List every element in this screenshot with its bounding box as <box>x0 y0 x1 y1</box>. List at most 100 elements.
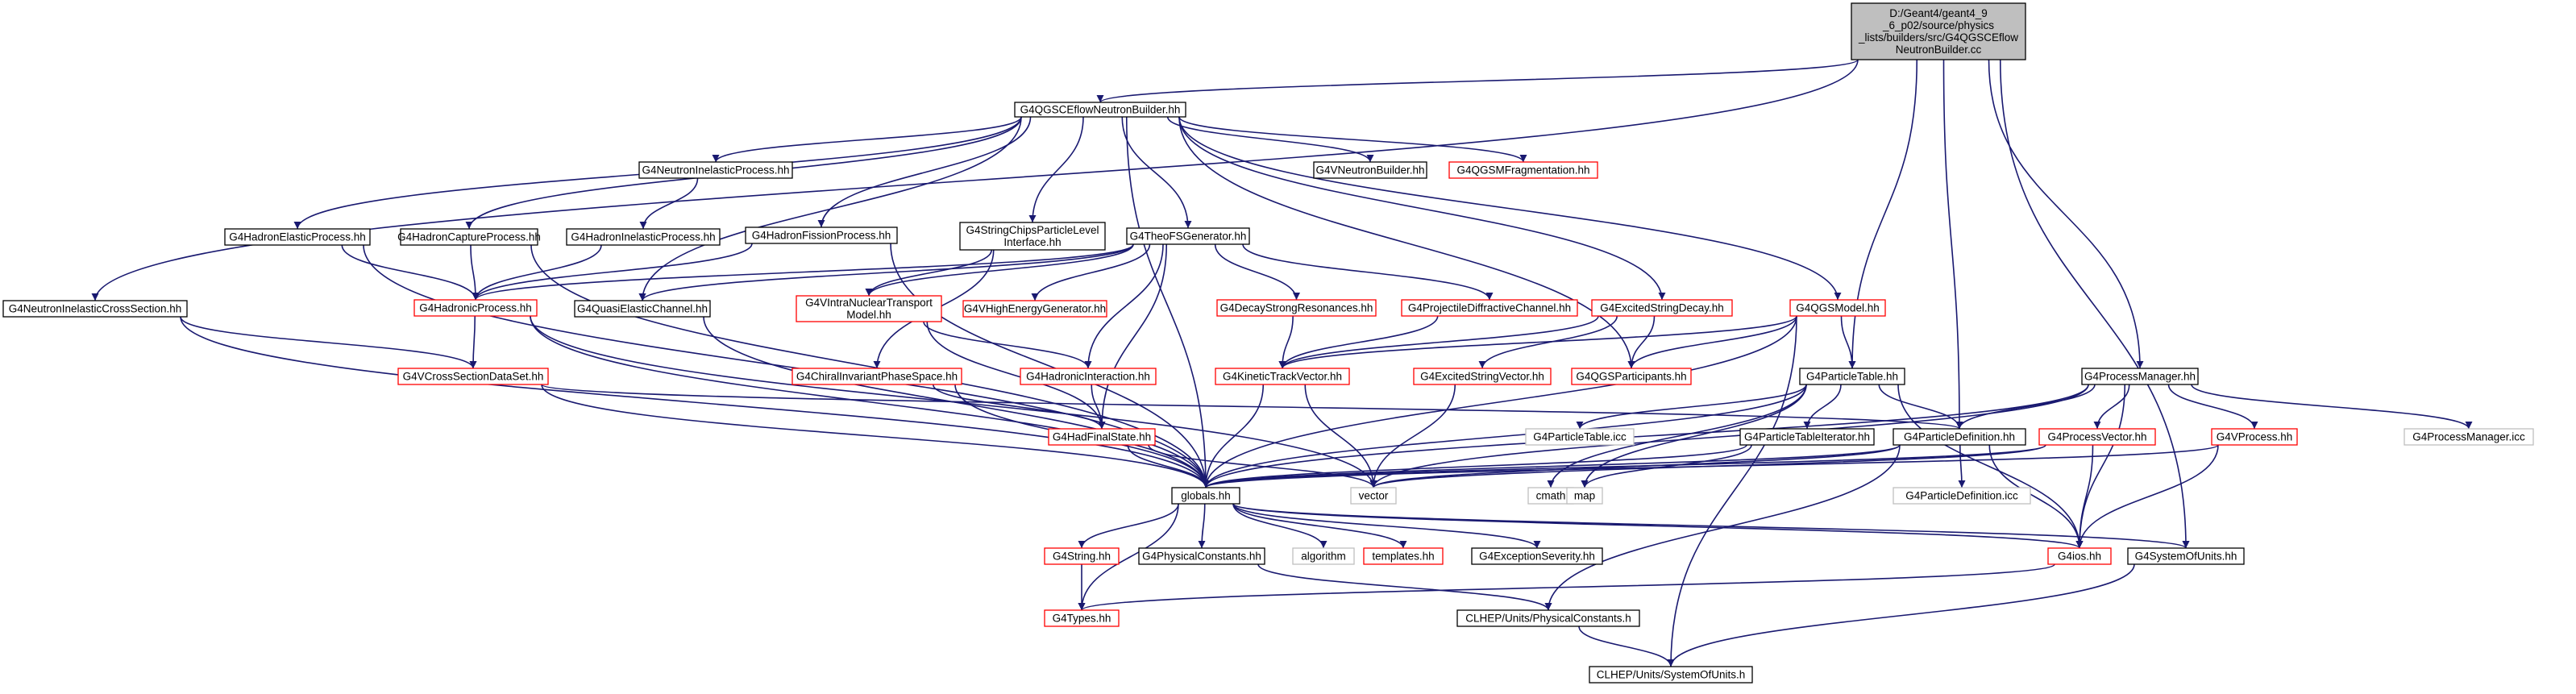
edge-nicrosssec-to-globals <box>180 316 1210 488</box>
node-box <box>2211 428 2298 446</box>
node-label: G4VHighEnergyGenerator.hh <box>964 303 1106 315</box>
node-chiralinv[interactable]: G4ChiralInvariantPhaseSpace.hh <box>791 368 962 385</box>
node-box <box>1216 299 1377 317</box>
node-cmath[interactable]: cmath <box>1527 487 1574 505</box>
node-box <box>1851 2 2026 60</box>
edge-qgsmodel-to-clhepunits <box>1667 315 1797 667</box>
edge-root-to-systemofunits <box>1999 59 2190 549</box>
node-label: CLHEP/Units/PhysicalConstants.h <box>1465 613 1631 625</box>
node-box <box>574 300 711 318</box>
node-vprocess[interactable]: G4VProcess.hh <box>2211 428 2298 446</box>
node-excitedstringdecay[interactable]: G4ExcitedStringDecay.hh <box>1591 299 1733 317</box>
edge-particletable-to-particletableiter <box>1803 384 1842 430</box>
node-decaystrong[interactable]: G4DecayStrongResonances.hh <box>1216 299 1377 317</box>
edge-processmanager-to-processvector <box>2093 384 2130 430</box>
node-excitedstringvec[interactable]: G4ExcitedStringVector.hh <box>1413 368 1552 385</box>
node-physconst[interactable]: G4PhysicalConstants.hh <box>1138 547 1265 565</box>
node-qgsmodel[interactable]: G4QGSModel.hh <box>1789 299 1886 317</box>
node-hadfinalstate[interactable]: G4HadFinalState.hh <box>1048 428 1156 446</box>
edge-hadcapture-to-globals <box>530 244 1210 488</box>
node-projdiffractive[interactable]: G4ProjectileDiffractiveChannel.hh <box>1401 299 1578 317</box>
node-particletableiter[interactable]: G4ParticleTableIterator.hh <box>1739 428 1875 446</box>
node-label: G4SystemOfUnits.hh <box>2135 551 2237 563</box>
node-box <box>413 299 538 317</box>
node-box <box>2081 368 2199 385</box>
node-vhighenergy[interactable]: G4VHighEnergyGenerator.hh <box>962 300 1107 318</box>
node-label: G4ExcitedStringVector.hh <box>1420 371 1544 383</box>
edge-processvector-to-globals <box>1202 444 2046 488</box>
node-box <box>2404 428 2534 446</box>
edge-vintranuclear-to-hadfinalstate <box>926 321 1106 430</box>
node-box <box>1014 102 1186 118</box>
edge-hadfinalstate-to-vector <box>1148 444 1377 488</box>
node-label: vector <box>1359 490 1389 502</box>
edge-qgsceflow-to-excitedstringdecay <box>1178 116 1666 301</box>
node-label: G4ParticleDefinition.icc <box>1905 490 2018 502</box>
node-g4types[interactable]: G4Types.hh <box>1044 609 1120 627</box>
node-label: G4Types.hh <box>1053 613 1111 625</box>
node-hadelastic[interactable]: G4HadronElasticProcess.hh <box>224 228 371 246</box>
node-processvector[interactable]: G4ProcessVector.hh <box>2038 428 2156 446</box>
node-clhepphys[interactable]: CLHEP/Units/PhysicalConstants.h <box>1456 609 1640 627</box>
node-label: G4QGSParticipants.hh <box>1576 371 1686 383</box>
node-hadfission[interactable]: G4HadronFissionProcess.hh <box>745 226 898 244</box>
node-qgsparticipants[interactable]: G4QGSParticipants.hh <box>1571 368 1692 385</box>
node-particletable[interactable]: G4ParticleTable.hh <box>1799 368 1905 385</box>
edge-qgsmodel-to-globals <box>1202 315 1797 488</box>
node-clhepunits[interactable]: CLHEP/Units/SystemOfUnits.h <box>1589 666 1753 684</box>
node-label: G4VProcess.hh <box>2217 431 2293 443</box>
node-particletableicc[interactable]: G4ParticleTable.icc <box>1525 428 1635 446</box>
node-g4ios[interactable]: G4ios.hh <box>2047 547 2112 565</box>
node-particledef[interactable]: G4ParticleDefinition.hh <box>1893 428 2026 446</box>
node-root[interactable]: D:/Geant4/geant4_9_6_p02/source/physics_… <box>1851 2 2026 60</box>
edge-clhepphys-to-clhepunits <box>1578 625 1675 667</box>
node-theofs[interactable]: G4TheoFSGenerator.hh <box>1126 227 1250 245</box>
edge-qgsceflow-to-hadfission <box>817 116 1032 228</box>
node-label: cmath <box>1536 490 1566 502</box>
edge-hadfission-to-hadronicproc <box>472 243 753 301</box>
node-globals[interactable]: globals.hh <box>1171 487 1240 505</box>
node-box <box>1571 368 1692 385</box>
node-processmanagericc[interactable]: G4ProcessManager.icc <box>2404 428 2534 446</box>
node-box <box>2127 547 2245 565</box>
node-g4string[interactable]: G4String.hh <box>1044 547 1120 565</box>
edge-qgsceflow-to-qgsmfrag <box>1178 116 1527 163</box>
node-qgsmfrag[interactable]: G4QGSMFragmentation.hh <box>1448 161 1598 179</box>
node-quasielastic[interactable]: G4QuasiElasticChannel.hh <box>574 300 711 318</box>
node-vector[interactable]: vector <box>1350 487 1397 505</box>
node-box <box>1413 368 1552 385</box>
node-box <box>1893 428 2026 446</box>
edge-globals-to-g4string <box>1078 503 1179 549</box>
node-vcrosssection[interactable]: G4VCrossSectionDataSet.hh <box>397 368 549 385</box>
node-hadronicproc[interactable]: G4HadronicProcess.hh <box>413 299 538 317</box>
node-vneutronbuilder[interactable]: G4VNeutronBuilder.hh <box>1313 161 1427 179</box>
node-box <box>1350 487 1397 505</box>
node-templates[interactable]: templates.hh <box>1363 547 1444 565</box>
node-box <box>1471 547 1603 565</box>
node-map[interactable]: map <box>1566 487 1603 505</box>
node-label: G4ProcessManager.icc <box>2412 431 2525 443</box>
node-box <box>1525 428 1635 446</box>
node-label: G4ParticleTable.icc <box>1533 431 1627 443</box>
edge-theofs-to-vintranuclear <box>865 243 1134 297</box>
node-systemofunits[interactable]: G4SystemOfUnits.hh <box>2127 547 2245 565</box>
node-label: D:/Geant4/geant4_9 <box>1889 7 1988 19</box>
node-neutroninel[interactable]: G4NeutronInelasticProcess.hh <box>638 161 793 179</box>
edge-excitedstringdecay-to-kinetictrack <box>1278 315 1599 369</box>
node-box <box>1044 547 1120 565</box>
node-label: G4ParticleTableIterator.hh <box>1744 431 1870 443</box>
node-particledeficc[interactable]: G4ParticleDefinition.icc <box>1893 487 2031 505</box>
node-exceptionsev[interactable]: G4ExceptionSeverity.hh <box>1471 547 1603 565</box>
node-nicrosssec[interactable]: G4NeutronInelasticCrossSection.hh <box>2 300 188 318</box>
node-box <box>2038 428 2156 446</box>
node-hadroninel[interactable]: G4HadronInelasticProcess.hh <box>566 228 721 246</box>
node-processmanager[interactable]: G4ProcessManager.hh <box>2081 368 2199 385</box>
node-hadronicinter[interactable]: G4HadronicInteraction.hh <box>1020 368 1157 385</box>
node-qgsceflow[interactable]: G4QGSCEflowNeutronBuilder.hh <box>1014 102 1186 118</box>
node-hadcapture[interactable]: G4HadronCaptureProcess.hh <box>397 228 541 246</box>
node-box <box>397 368 549 385</box>
node-algorithm[interactable]: algorithm <box>1292 547 1355 565</box>
node-kinetictrack[interactable]: G4KineticTrackVector.hh <box>1215 368 1350 385</box>
